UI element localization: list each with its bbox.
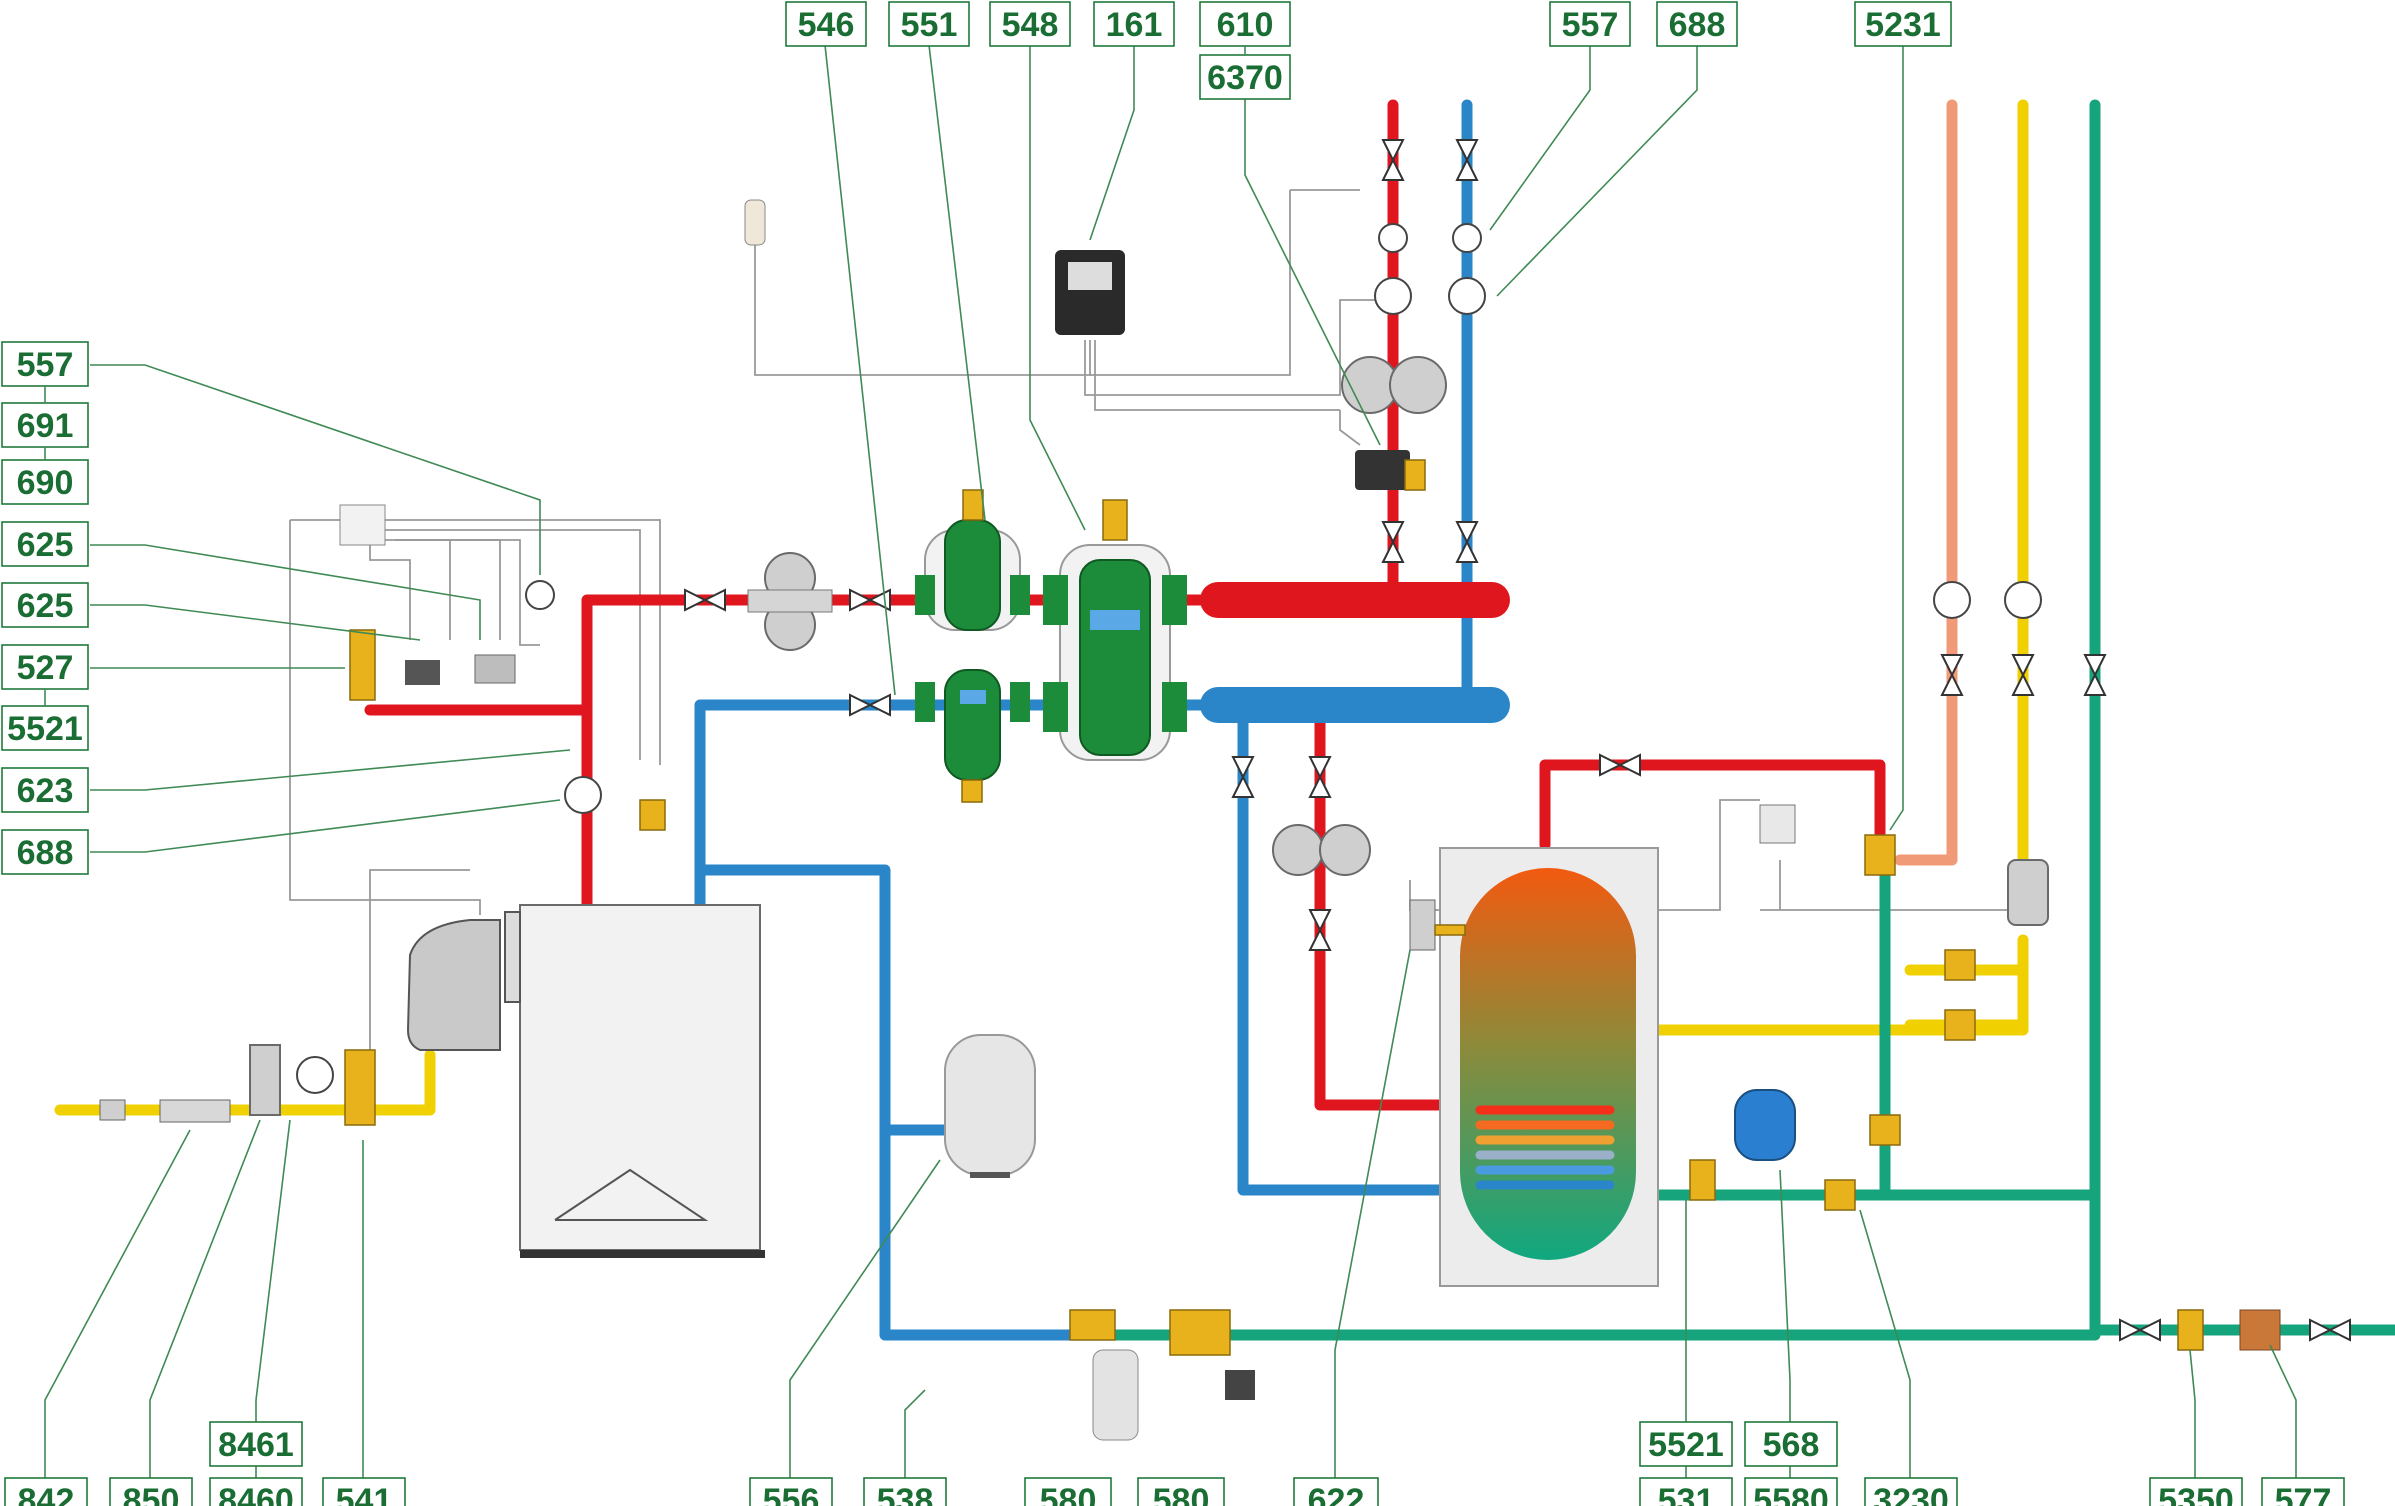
dhw-group xyxy=(1689,804,2281,1351)
label-623: 623 xyxy=(1,767,89,813)
label-557-top: 557 xyxy=(1549,1,1631,47)
svg-text:5521: 5521 xyxy=(1648,1426,1724,1464)
svg-text:8461: 8461 xyxy=(218,1426,294,1464)
svg-text:557: 557 xyxy=(17,346,74,384)
label-548: 548 xyxy=(989,1,1071,47)
label-531: 531 xyxy=(1639,1477,1733,1506)
filter-icon xyxy=(1069,1309,1139,1441)
label-8461: 8461 xyxy=(209,1421,303,1467)
label-688-top: 688 xyxy=(1656,1,1738,47)
label-527: 527 xyxy=(1,644,89,690)
pump-icon xyxy=(1341,356,1447,414)
label-5521-bottom: 5521 xyxy=(1639,1421,1733,1467)
svg-text:623: 623 xyxy=(17,772,74,810)
expansion-vessel-icon xyxy=(944,1034,1036,1178)
label-connectors xyxy=(44,46,1791,1478)
label-842: 842 xyxy=(4,1477,88,1506)
svg-text:5580: 5580 xyxy=(1753,1482,1829,1506)
label-610: 610 xyxy=(1199,1,1291,47)
svg-text:577: 577 xyxy=(2275,1482,2332,1506)
storage-tank xyxy=(1439,847,1659,1287)
label-541: 541 xyxy=(322,1477,406,1506)
controller-icon xyxy=(1055,250,1125,335)
valves xyxy=(684,139,2351,1342)
thermostatic-mixer-icon xyxy=(1355,450,1896,876)
manifold-return xyxy=(1200,687,1510,723)
label-625-a: 625 xyxy=(1,521,89,567)
label-538: 538 xyxy=(863,1477,947,1506)
label-546: 546 xyxy=(785,1,867,47)
svg-text:551: 551 xyxy=(901,6,958,44)
label-557-left: 557 xyxy=(1,341,89,387)
label-690: 690 xyxy=(1,459,89,505)
safety-group xyxy=(339,504,666,831)
label-8460: 8460 xyxy=(209,1477,303,1506)
label-577: 577 xyxy=(2261,1477,2345,1506)
svg-text:556: 556 xyxy=(763,1482,820,1506)
svg-text:3230: 3230 xyxy=(1873,1482,1949,1506)
svg-text:610: 610 xyxy=(1217,6,1274,44)
label-5521-left: 5521 xyxy=(1,705,89,751)
pump-icon xyxy=(747,552,833,651)
label-691: 691 xyxy=(1,402,89,448)
label-568: 568 xyxy=(1744,1421,1838,1467)
expansion-vessel-icon xyxy=(1734,1089,1796,1161)
svg-text:161: 161 xyxy=(1106,6,1163,44)
svg-text:541: 541 xyxy=(336,1482,393,1506)
svg-text:5231: 5231 xyxy=(1865,6,1941,44)
svg-text:6370: 6370 xyxy=(1207,59,1283,97)
svg-text:580: 580 xyxy=(1040,1482,1097,1506)
svg-text:625: 625 xyxy=(17,587,74,625)
svg-text:688: 688 xyxy=(1669,6,1726,44)
label-688-left: 688 xyxy=(1,829,89,875)
svg-text:531: 531 xyxy=(1658,1482,1715,1506)
gas-train xyxy=(99,1044,376,1126)
pressure-reducer-icon xyxy=(1169,1309,1255,1400)
svg-text:691: 691 xyxy=(17,407,74,445)
label-556: 556 xyxy=(749,1477,833,1506)
dirt-separator-icon xyxy=(915,489,1030,631)
svg-text:538: 538 xyxy=(877,1482,934,1506)
svg-text:850: 850 xyxy=(123,1482,180,1506)
label-580-a: 580 xyxy=(1024,1477,1112,1506)
svg-text:688: 688 xyxy=(17,834,74,872)
svg-text:625: 625 xyxy=(17,526,74,564)
svg-text:622: 622 xyxy=(1308,1482,1365,1506)
temperature-probe-icon xyxy=(1409,899,1466,951)
svg-text:580: 580 xyxy=(1153,1482,1210,1506)
svg-text:548: 548 xyxy=(1002,6,1059,44)
label-622: 622 xyxy=(1293,1477,1379,1506)
label-5350: 5350 xyxy=(2149,1477,2243,1506)
label-6370: 6370 xyxy=(1199,54,1291,100)
svg-text:8460: 8460 xyxy=(218,1482,294,1506)
label-3230: 3230 xyxy=(1864,1477,1958,1506)
leader-lines xyxy=(44,44,2297,1478)
svg-text:690: 690 xyxy=(17,464,74,502)
svg-text:546: 546 xyxy=(798,6,855,44)
air-vent-icon xyxy=(915,669,1030,803)
label-5580: 5580 xyxy=(1744,1477,1838,1506)
pipes xyxy=(54,99,2395,1341)
svg-text:568: 568 xyxy=(1763,1426,1820,1464)
pump-icon xyxy=(1272,824,1371,876)
label-5231: 5231 xyxy=(1854,1,1952,47)
label-551: 551 xyxy=(888,1,970,47)
hydraulic-separator-icon xyxy=(1043,499,1187,761)
svg-text:5521: 5521 xyxy=(7,710,83,748)
label-161: 161 xyxy=(1093,1,1175,47)
svg-text:5350: 5350 xyxy=(2158,1482,2234,1506)
control-wiring xyxy=(289,189,2011,1065)
svg-text:527: 527 xyxy=(17,649,74,687)
pressure-gauge-icon xyxy=(296,277,2042,1094)
svg-text:557: 557 xyxy=(1562,6,1619,44)
thermometer-icon xyxy=(525,223,1482,610)
manifold-flow xyxy=(1200,582,1510,618)
outdoor-sensor-icon xyxy=(744,199,766,246)
label-850: 850 xyxy=(109,1477,193,1506)
label-625-b: 625 xyxy=(1,582,89,628)
svg-text:842: 842 xyxy=(18,1482,75,1506)
label-580-b: 580 xyxy=(1137,1477,1225,1506)
boiler xyxy=(406,904,765,1258)
